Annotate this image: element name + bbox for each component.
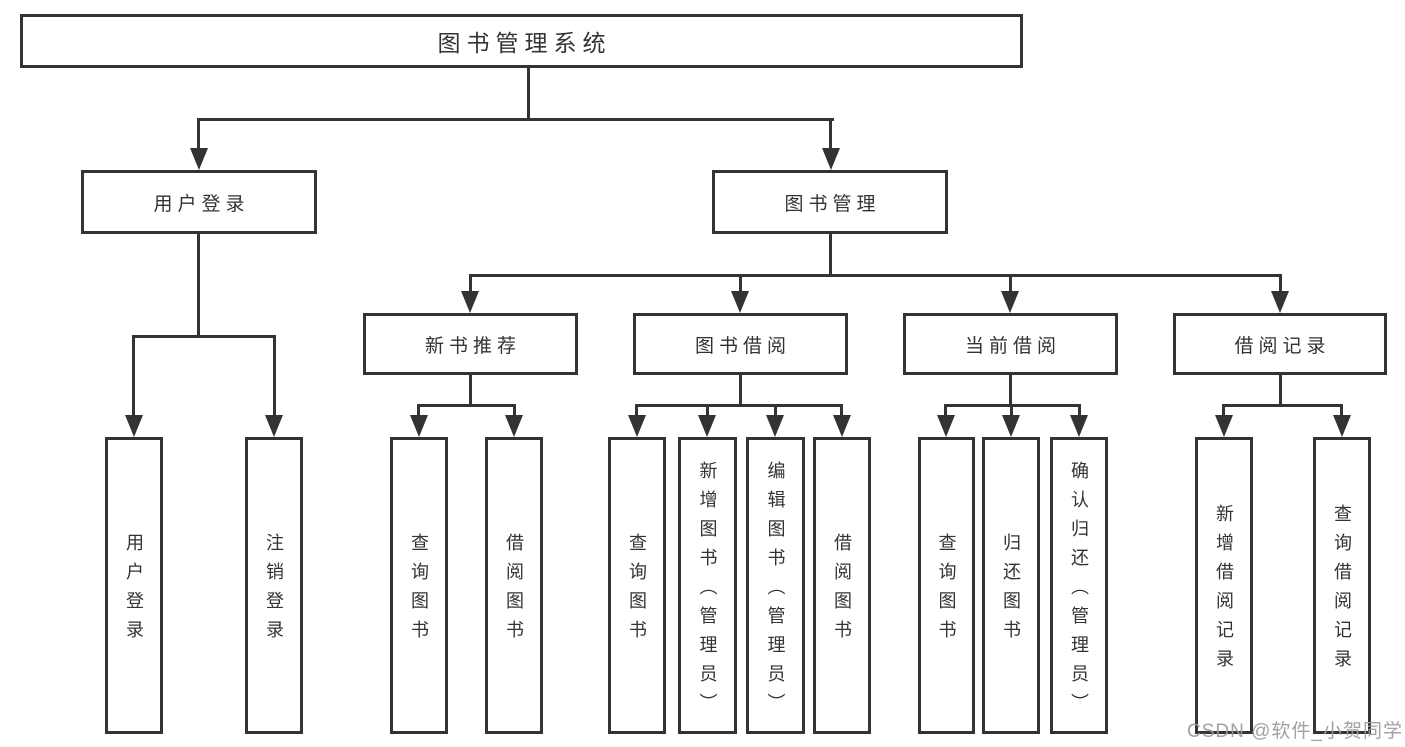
leaf-borrow-books-1: 借阅图书 xyxy=(485,437,543,734)
node-borrow-records-label: 借阅记录 xyxy=(1234,335,1331,357)
connector-drop xyxy=(1078,404,1081,418)
arrow-down-icon xyxy=(1271,291,1289,313)
connector-splitter xyxy=(417,404,516,407)
connector-drop xyxy=(1009,274,1012,293)
node-book-borrow: 图书借阅 xyxy=(633,313,848,375)
leaf-borrow-books-2: 借阅图书 xyxy=(813,437,871,734)
leaf-edit-books-admin: 编辑图书（管理员） xyxy=(746,437,805,734)
connector-drop xyxy=(1279,274,1282,293)
leaf-query-borrow-record: 查询借阅记录 xyxy=(1313,437,1371,734)
connector-drop xyxy=(1010,404,1013,418)
connector-drop xyxy=(774,404,777,418)
arrow-down-icon xyxy=(698,415,716,437)
connector-drop xyxy=(840,404,843,418)
connector-drop xyxy=(739,274,742,293)
leaf-return-books: 归还图书 xyxy=(982,437,1040,734)
node-new-book-recommend: 新书推荐 xyxy=(363,313,578,375)
node-current-borrow-label: 当前借阅 xyxy=(964,335,1061,357)
node-book-management-label: 图书管理 xyxy=(784,193,881,215)
leaf-logout-label: 注销登录 xyxy=(264,533,284,649)
connector-level2-splitter xyxy=(197,118,834,121)
connector-user-login-drop xyxy=(197,118,200,152)
leaf-borrow-books-1-label: 借阅图书 xyxy=(504,533,524,649)
node-book-management: 图书管理 xyxy=(712,170,948,234)
node-current-borrow: 当前借阅 xyxy=(903,313,1118,375)
arrow-down-icon xyxy=(822,148,840,170)
connector-drop xyxy=(706,404,709,418)
node-root: 图书管理系统 xyxy=(20,14,1023,68)
arrow-down-icon xyxy=(1001,291,1019,313)
connector-drop xyxy=(635,404,638,418)
arrow-down-icon xyxy=(265,415,283,437)
leaf-query-books-2-label: 查询图书 xyxy=(627,533,647,649)
connector-root-stem xyxy=(527,68,530,120)
leaf-borrow-books-2-label: 借阅图书 xyxy=(832,533,852,649)
leaf-add-books-admin-label: 新增图书（管理员） xyxy=(697,460,718,722)
node-user-login-group: 用户登录 xyxy=(81,170,317,234)
node-borrow-records: 借阅记录 xyxy=(1173,313,1387,375)
connector-drop xyxy=(944,404,947,418)
leaf-confirm-return-admin-label: 确认归还（管理员） xyxy=(1069,460,1089,722)
leaf-query-books-3-label: 查询图书 xyxy=(936,533,957,649)
connector-drop xyxy=(417,404,420,418)
csdn-watermark: CSDN @软件_小贺同学 xyxy=(1187,721,1403,742)
arrow-down-icon xyxy=(1215,415,1233,437)
leaf-query-books-2: 查询图书 xyxy=(608,437,666,734)
arrow-down-icon xyxy=(1333,415,1351,437)
connector-drop xyxy=(469,274,472,293)
leaf-query-books-1: 查询图书 xyxy=(390,437,448,734)
connector-level3-splitter xyxy=(469,274,1282,277)
connector-splitter xyxy=(1222,404,1343,407)
connector-drop xyxy=(1222,404,1225,418)
leaf-user-login: 用户登录 xyxy=(105,437,163,734)
connector-stem xyxy=(469,375,472,407)
leaf-query-books-3: 查询图书 xyxy=(918,437,975,734)
leaf-add-borrow-record: 新增借阅记录 xyxy=(1195,437,1253,734)
arrow-down-icon xyxy=(461,291,479,313)
arrow-down-icon xyxy=(1002,415,1020,437)
connector-drop xyxy=(513,404,516,418)
connector-drop xyxy=(1340,404,1343,418)
leaf-logout: 注销登录 xyxy=(245,437,303,734)
leaf-user-login-label: 用户登录 xyxy=(124,533,144,649)
connector-user-login-stem xyxy=(197,234,200,338)
connector-stem xyxy=(1009,375,1012,406)
leaf-edit-books-admin-label: 编辑图书（管理员） xyxy=(765,460,786,722)
arrow-down-icon xyxy=(505,415,523,437)
connector-user-login-splitter xyxy=(132,335,276,338)
connector-book-mgmt-stem xyxy=(829,234,832,277)
arrow-down-icon xyxy=(628,415,646,437)
arrow-down-icon xyxy=(410,415,428,437)
connector-splitter xyxy=(635,404,843,407)
arrow-down-icon xyxy=(937,415,955,437)
arrow-down-icon xyxy=(833,415,851,437)
connector-drop xyxy=(273,335,276,417)
leaf-return-books-label: 归还图书 xyxy=(1001,533,1021,649)
connector-stem xyxy=(1279,375,1282,406)
node-book-borrow-label: 图书借阅 xyxy=(694,335,791,357)
leaf-add-borrow-record-label: 新增借阅记录 xyxy=(1214,504,1234,678)
node-new-book-recommend-label: 新书推荐 xyxy=(424,335,521,357)
arrow-down-icon xyxy=(731,291,749,313)
arrow-down-icon xyxy=(1070,415,1088,437)
node-user-login-group-label: 用户登录 xyxy=(153,193,250,215)
node-root-label: 图书管理系统 xyxy=(437,30,612,56)
connector-drop xyxy=(132,335,135,417)
leaf-query-books-1-label: 查询图书 xyxy=(409,533,429,649)
leaf-query-borrow-record-label: 查询借阅记录 xyxy=(1332,504,1352,678)
arrow-down-icon xyxy=(766,415,784,437)
leaf-add-books-admin: 新增图书（管理员） xyxy=(678,437,737,734)
connector-book-mgmt-drop xyxy=(829,118,832,152)
leaf-confirm-return-admin: 确认归还（管理员） xyxy=(1050,437,1108,734)
arrow-down-icon xyxy=(190,148,208,170)
connector-stem xyxy=(739,375,742,406)
arrow-down-icon xyxy=(125,415,143,437)
